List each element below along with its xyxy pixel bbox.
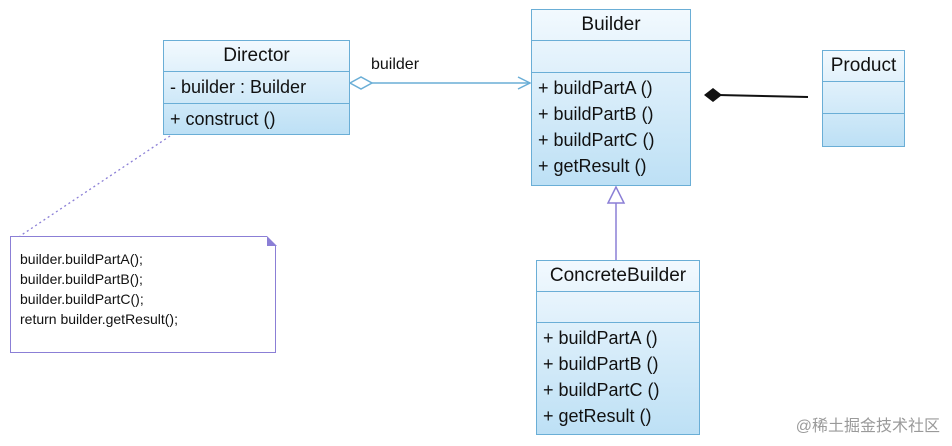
note-line: return builder.getResult();	[20, 311, 178, 327]
builder-class[interactable]: Builder + buildPartA () + buildPartB () …	[531, 9, 691, 186]
generalization-triangle	[606, 185, 626, 204]
note-line: builder.buildPartC();	[20, 291, 144, 307]
builder-operation: + getResult ()	[538, 156, 647, 176]
concrete-builder-operation: + buildPartB ()	[543, 354, 659, 374]
product-class[interactable]: Product	[822, 50, 905, 147]
builder-attributes	[532, 41, 690, 73]
aggregation-connector	[348, 76, 532, 90]
director-class[interactable]: Director - builder : Builder + construct…	[163, 40, 350, 135]
builder-operation: + buildPartA ()	[538, 78, 653, 98]
aggregation-diamond	[348, 76, 374, 90]
director-operations: + construct ()	[164, 104, 349, 132]
concrete-builder-operation: + buildPartC ()	[543, 380, 660, 400]
generalization-connector	[606, 185, 626, 262]
concrete-builder-attributes	[537, 292, 699, 323]
note-fold-corner	[266, 235, 277, 246]
note-line: builder.buildPartB();	[20, 271, 143, 287]
director-class-name: Director	[164, 41, 349, 72]
builder-operations: + buildPartA () + buildPartB () + buildP…	[532, 73, 690, 179]
concrete-builder-class[interactable]: ConcreteBuilder + buildPartA () + buildP…	[536, 260, 700, 435]
product-attributes	[823, 82, 904, 114]
concrete-builder-operation: + buildPartA ()	[543, 328, 658, 348]
note-line: builder.buildPartA();	[20, 251, 143, 267]
concrete-builder-operation: + getResult ()	[543, 406, 652, 426]
navigability-arrowhead	[517, 76, 532, 90]
product-class-name: Product	[823, 51, 904, 82]
director-operation: + construct ()	[170, 109, 276, 129]
note-link	[19, 135, 171, 237]
composition-diamond	[704, 88, 722, 102]
construct-note[interactable]: builder.buildPartA(); builder.buildPartB…	[10, 235, 277, 353]
concrete-builder-operations: + buildPartA () + buildPartB () + buildP…	[537, 323, 699, 429]
director-attribute: - builder : Builder	[170, 77, 307, 97]
concrete-builder-class-name: ConcreteBuilder	[537, 261, 699, 292]
builder-operation: + buildPartB ()	[538, 104, 654, 124]
director-attributes: - builder : Builder	[164, 72, 349, 104]
builder-operation: + buildPartC ()	[538, 130, 655, 150]
builder-class-name: Builder	[532, 10, 690, 41]
composition-connector	[704, 88, 809, 102]
watermark: @稀土掘金技术社区	[795, 418, 940, 435]
association-label: builder	[371, 56, 420, 73]
